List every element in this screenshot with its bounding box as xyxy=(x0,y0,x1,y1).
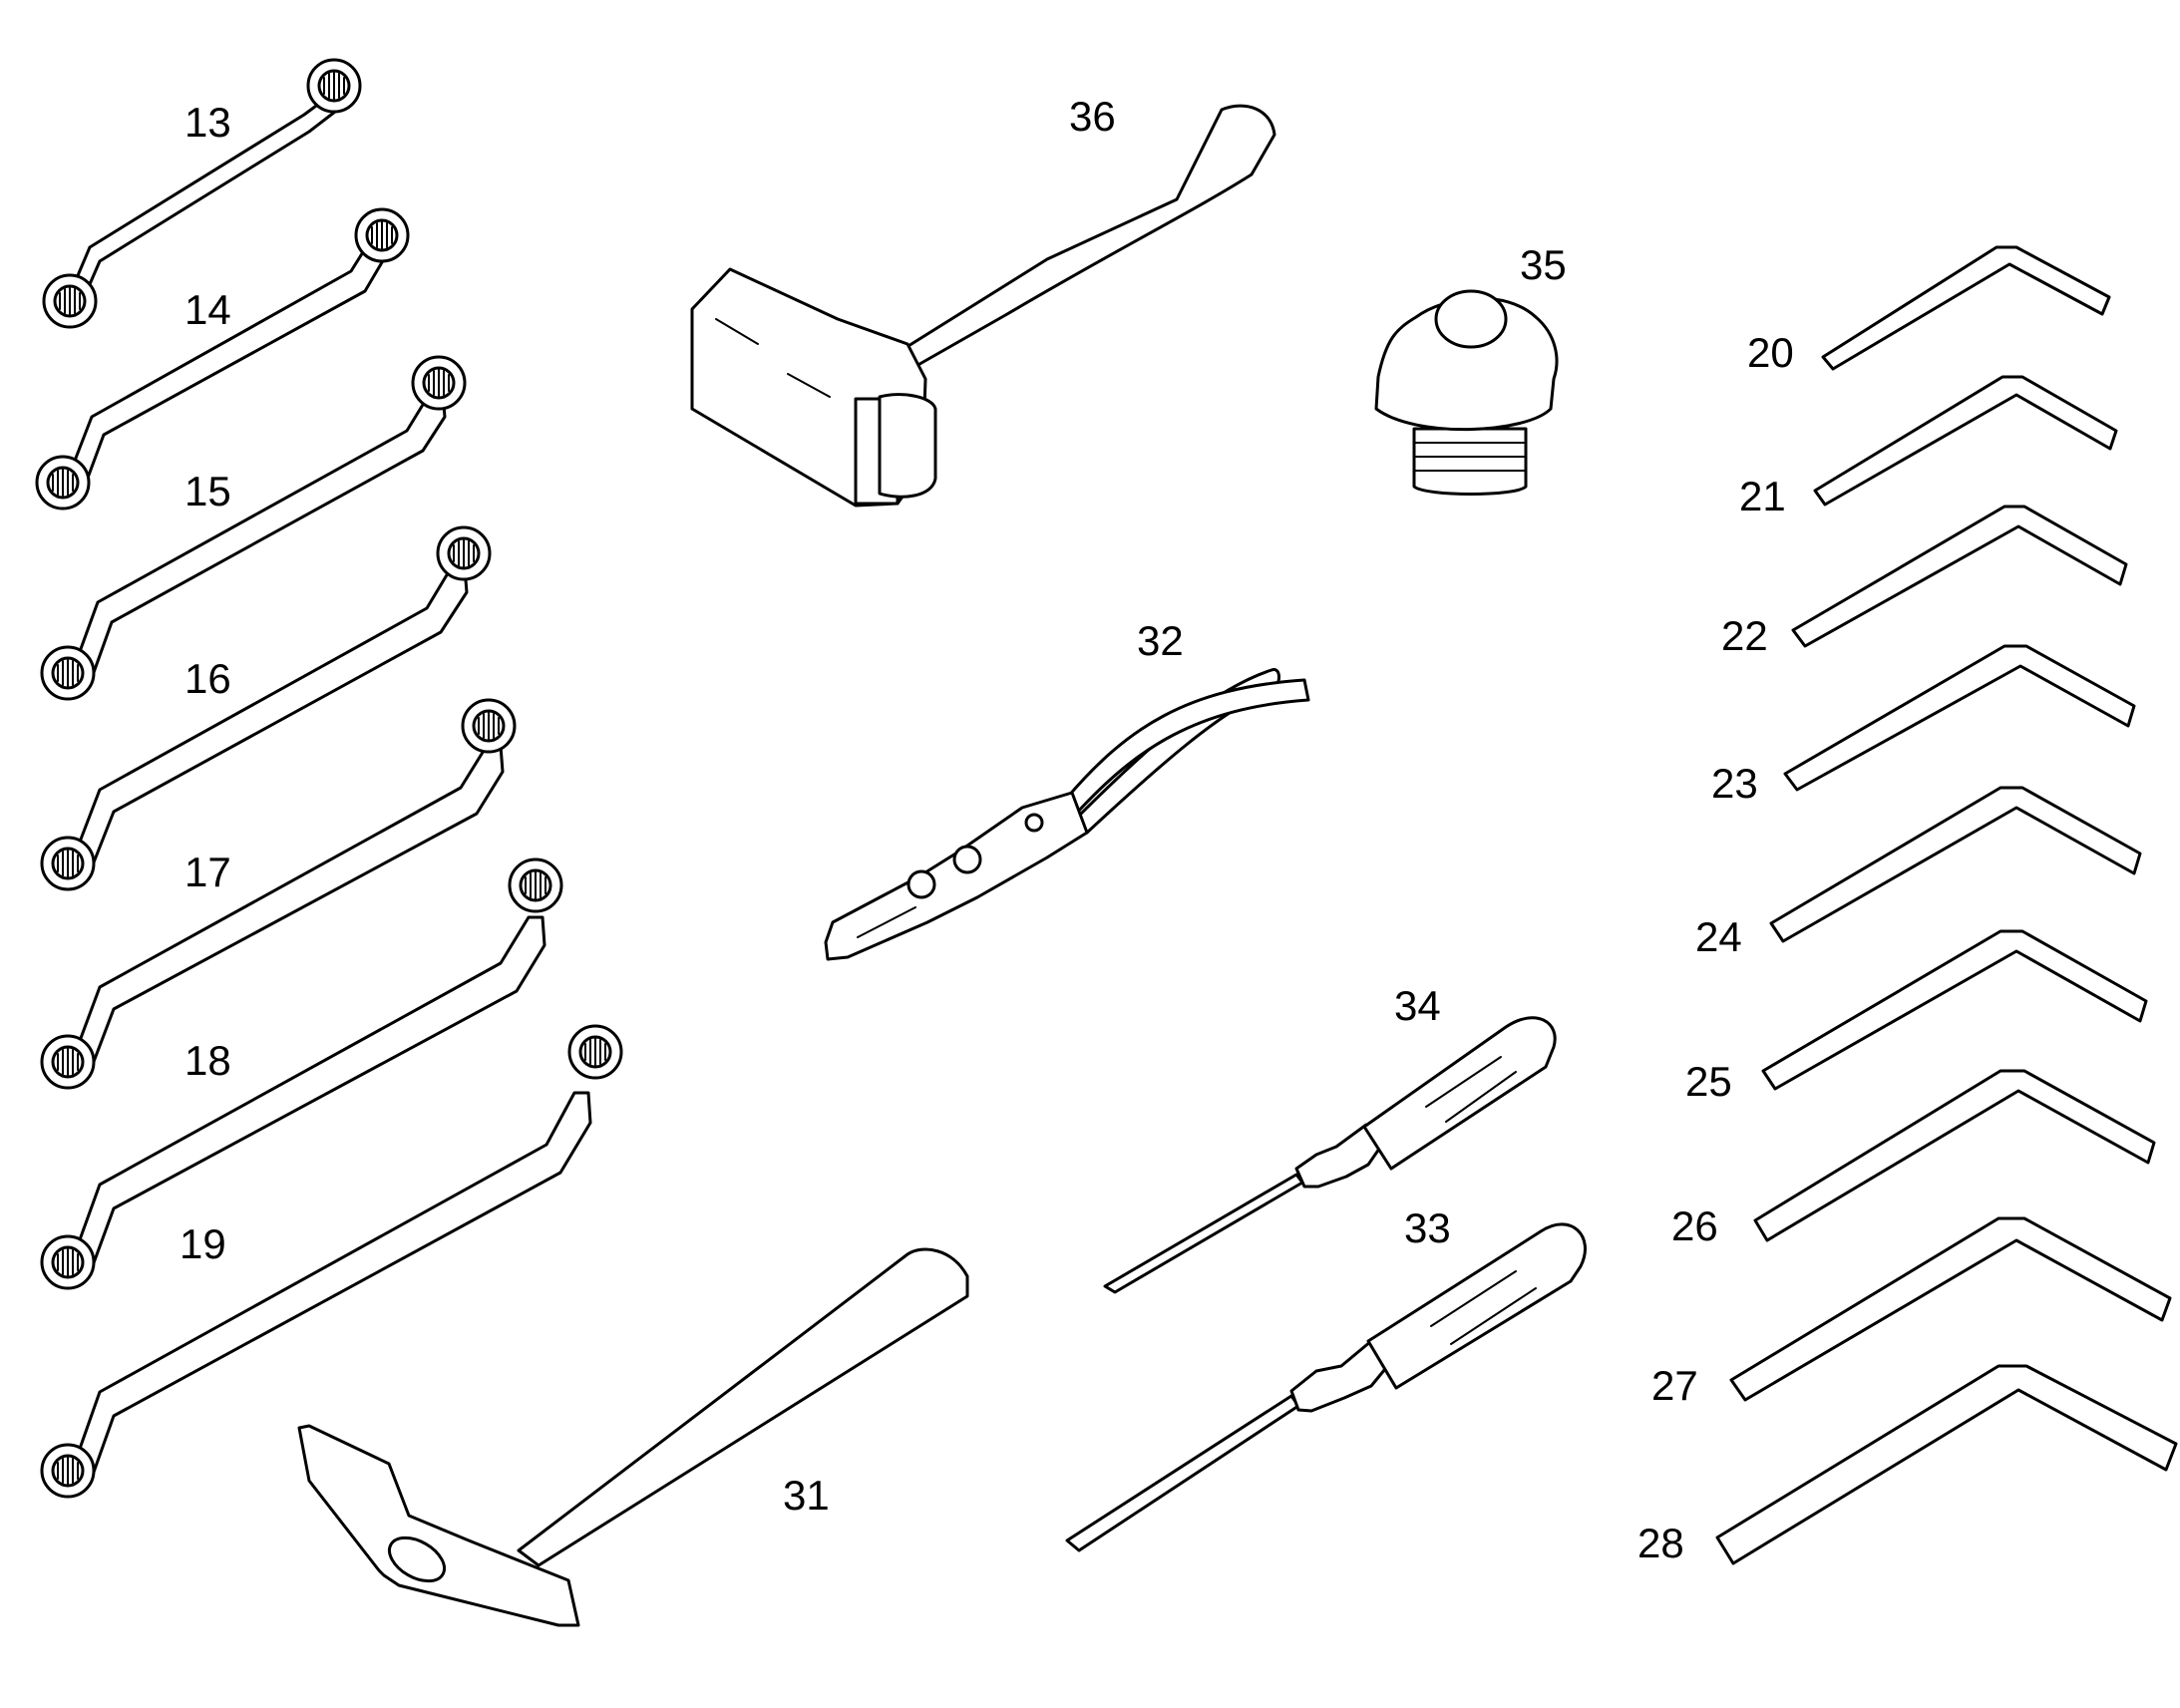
ring-spanner-16 xyxy=(40,525,492,891)
callout-18: 18 xyxy=(184,1037,231,1084)
callout-13: 13 xyxy=(184,99,231,146)
hex-key-27 xyxy=(1729,1216,2172,1402)
callout-17: 17 xyxy=(184,849,231,895)
hex-key-23 xyxy=(1783,644,2136,792)
callout-24: 24 xyxy=(1695,913,1742,960)
ring-end-icon xyxy=(40,836,96,891)
ring-end-icon xyxy=(40,1034,96,1090)
ring-end-icon xyxy=(35,455,91,511)
callout-26: 26 xyxy=(1671,1202,1718,1249)
mallet-36 xyxy=(690,104,1276,508)
ring-end-icon xyxy=(411,355,467,411)
callout-34: 34 xyxy=(1394,982,1441,1029)
ring-spanner-19 xyxy=(40,1024,623,1499)
callout-35: 35 xyxy=(1520,241,1567,288)
callout-31: 31 xyxy=(783,1472,830,1519)
callout-36: 36 xyxy=(1069,93,1116,140)
callout-32: 32 xyxy=(1137,617,1184,664)
pliers-32 xyxy=(824,668,1310,961)
callout-25: 25 xyxy=(1685,1058,1732,1105)
callout-14: 14 xyxy=(184,286,231,333)
hex-key-25 xyxy=(1761,929,2148,1091)
ring-spanner-15 xyxy=(40,355,467,701)
flat-screwdriver-34 xyxy=(1103,1016,1557,1294)
callout-21: 21 xyxy=(1739,473,1786,519)
callout-22: 22 xyxy=(1721,612,1768,659)
callout-23: 23 xyxy=(1711,760,1758,807)
plug-tool-35 xyxy=(1374,289,1559,496)
ring-end-icon xyxy=(306,58,362,114)
ring-end-icon xyxy=(40,1443,96,1499)
hex-key-26 xyxy=(1753,1069,2156,1242)
ring-end-icon xyxy=(567,1024,623,1080)
callout-15: 15 xyxy=(184,468,231,514)
ring-spanner-17 xyxy=(40,698,517,1090)
callout-19: 19 xyxy=(180,1220,226,1267)
ring-spanner-18 xyxy=(40,857,563,1290)
ring-end-icon xyxy=(354,207,410,263)
hex-key-22 xyxy=(1791,505,2128,648)
callout-20: 20 xyxy=(1747,329,1794,376)
ring-spanner-13 xyxy=(42,58,362,329)
ring-end-icon xyxy=(461,698,517,754)
callout-33: 33 xyxy=(1404,1204,1451,1251)
callout-28: 28 xyxy=(1637,1520,1684,1566)
phillips-screwdriver-33 xyxy=(1065,1222,1587,1552)
ring-end-icon xyxy=(508,857,563,913)
hex-key-24 xyxy=(1769,786,2142,943)
ring-end-icon xyxy=(40,645,96,701)
ring-end-icon xyxy=(436,525,492,581)
hex-key-21 xyxy=(1813,375,2118,507)
hex-key-20 xyxy=(1821,245,2111,371)
hex-key-28 xyxy=(1715,1364,2178,1565)
callout-27: 27 xyxy=(1651,1362,1698,1409)
ring-end-icon xyxy=(42,273,98,329)
ring-spanner-14 xyxy=(35,207,410,511)
hammer-31 xyxy=(297,1247,969,1627)
callout-16: 16 xyxy=(184,655,231,702)
ring-end-icon xyxy=(40,1234,96,1290)
